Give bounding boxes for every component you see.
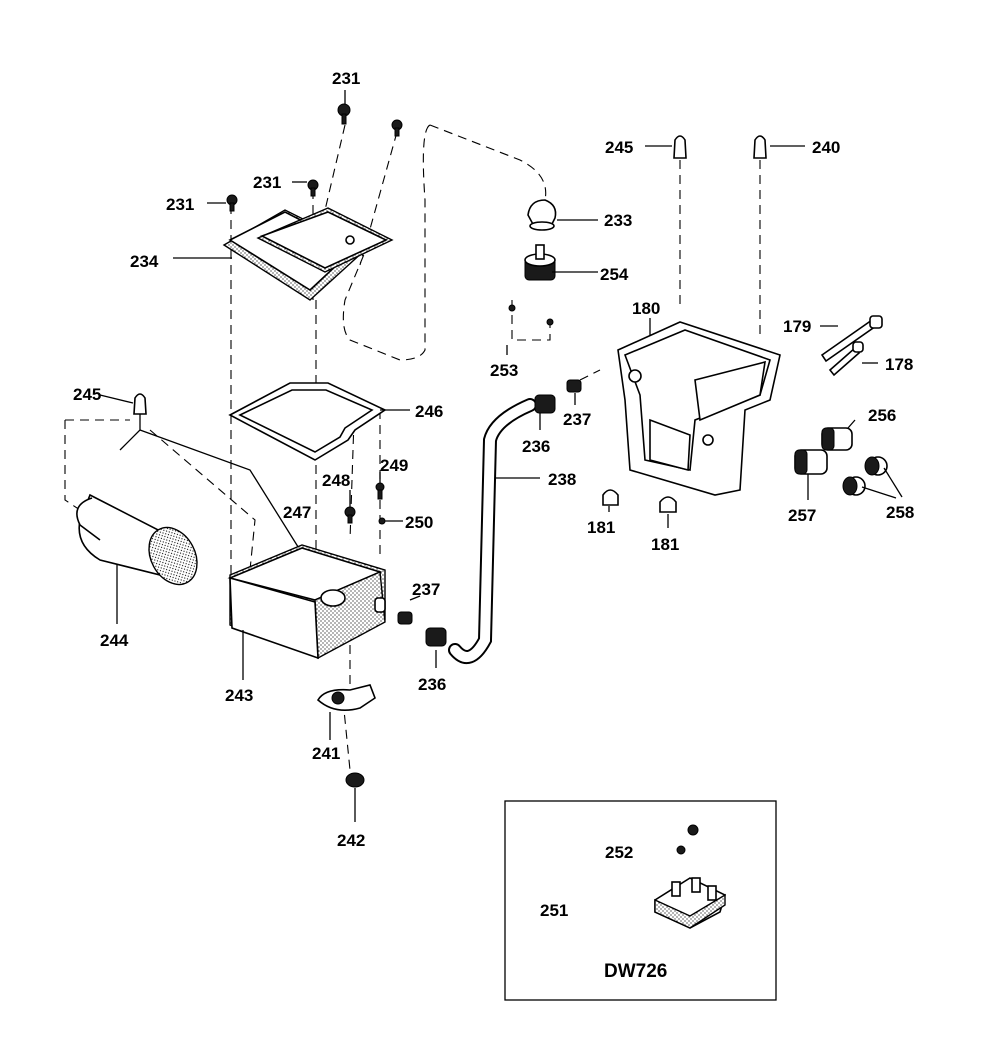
washer-250 <box>378 517 386 525</box>
label-236-upper: 236 <box>522 437 550 456</box>
terminal-245-left <box>119 393 301 551</box>
label-240: 240 <box>812 138 840 157</box>
knob-257 <box>794 449 828 475</box>
bolt-179 <box>820 315 883 363</box>
terminal-245-top <box>673 135 687 159</box>
label-180: 180 <box>632 299 660 318</box>
cap-258 <box>842 456 888 496</box>
screw-252 <box>676 824 699 855</box>
fitting-236-upper <box>534 394 556 414</box>
inset-model-label: DW726 <box>604 961 667 982</box>
label-231-left: 231 <box>166 195 194 214</box>
label-247: 247 <box>283 503 311 522</box>
label-253: 253 <box>490 361 518 380</box>
screw-231-top <box>337 103 351 125</box>
nut-237-lower <box>397 611 413 625</box>
fitting-236-lower <box>425 627 447 647</box>
inset-dw726: 252 251 DW726 <box>504 800 777 1001</box>
label-241: 241 <box>312 744 340 763</box>
label-234: 234 <box>130 252 159 271</box>
label-251: 251 <box>540 901 568 920</box>
label-245-left: 245 <box>73 385 101 404</box>
label-236-lower: 236 <box>418 675 446 694</box>
label-237-lower: 237 <box>412 580 440 599</box>
label-242: 242 <box>337 831 365 850</box>
label-246: 246 <box>415 402 443 421</box>
terminal-block-251 <box>654 877 726 929</box>
leader-lines <box>99 90 903 909</box>
label-179: 179 <box>783 317 811 336</box>
part-246-gasket <box>228 382 387 461</box>
nut-181-left <box>602 489 619 506</box>
screw-231-mid <box>307 179 319 197</box>
label-237-upper: 237 <box>563 410 591 429</box>
knob-256 <box>821 427 853 451</box>
label-181-right: 181 <box>651 535 679 554</box>
label-254: 254 <box>600 265 629 284</box>
label-256: 256 <box>868 406 896 425</box>
part-233-knob <box>527 199 557 231</box>
bolt-178 <box>828 341 864 377</box>
label-250: 250 <box>405 513 433 532</box>
label-248: 248 <box>322 471 350 490</box>
label-245-top: 245 <box>605 138 633 157</box>
capacitor-244 <box>76 493 198 586</box>
label-249: 249 <box>380 456 408 475</box>
cable-238 <box>448 398 537 664</box>
label-178: 178 <box>885 355 913 374</box>
label-231-mid: 231 <box>253 173 281 192</box>
part-234-cover-plate <box>222 207 394 301</box>
label-243: 243 <box>225 686 253 705</box>
screw-231-left <box>226 194 238 212</box>
part-180-housing <box>617 321 781 496</box>
assembly-dash-lines <box>64 124 761 880</box>
nut-242 <box>345 772 365 788</box>
label-181-left: 181 <box>587 518 615 537</box>
terminal-240 <box>753 135 767 159</box>
part-243-box <box>227 544 386 660</box>
part-253-screws <box>508 304 554 326</box>
label-233: 233 <box>604 211 632 230</box>
screw-248 <box>344 506 356 524</box>
nut-181-right <box>659 496 677 513</box>
part-254-switch <box>524 244 556 281</box>
screw-249 <box>375 482 385 500</box>
label-231-top: 231 <box>332 69 360 88</box>
label-258: 258 <box>886 503 914 522</box>
screw-top-right <box>391 119 403 137</box>
nut-237-upper <box>566 379 582 393</box>
label-244: 244 <box>100 631 129 650</box>
part-labels: 231 231 231 234 233 254 253 245 240 180 … <box>73 69 914 850</box>
label-257: 257 <box>788 506 816 525</box>
clamp-241 <box>316 684 376 711</box>
label-252: 252 <box>605 843 633 862</box>
label-238: 238 <box>548 470 576 489</box>
